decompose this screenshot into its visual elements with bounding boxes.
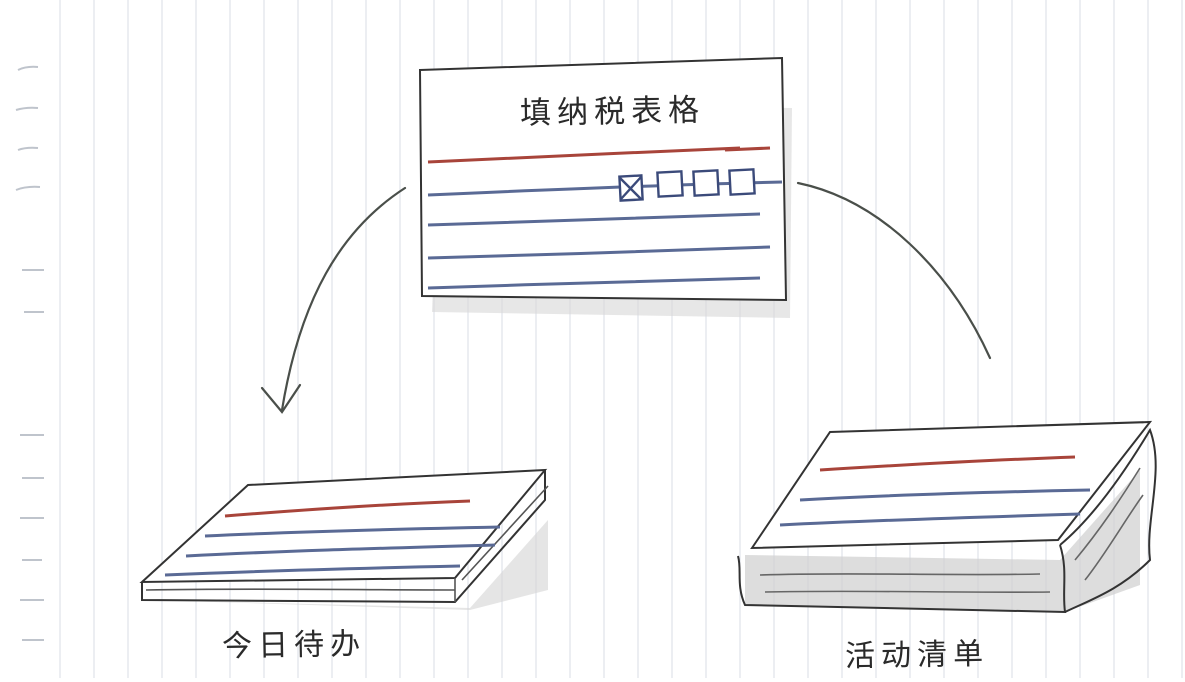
today-pile-label: 今日待办 [221, 626, 367, 665]
margin-ticks [15, 65, 44, 641]
today-pile [139, 468, 549, 610]
tax-form-card [418, 56, 792, 318]
arrow-to-activity [796, 181, 992, 360]
checkbox-row-icon [618, 168, 756, 202]
activity-pile [737, 420, 1157, 614]
tax-form-title: 填纳税表格 [519, 92, 706, 132]
activity-pile-label: 活动清单 [844, 636, 990, 675]
arrow-to-today [260, 186, 407, 414]
